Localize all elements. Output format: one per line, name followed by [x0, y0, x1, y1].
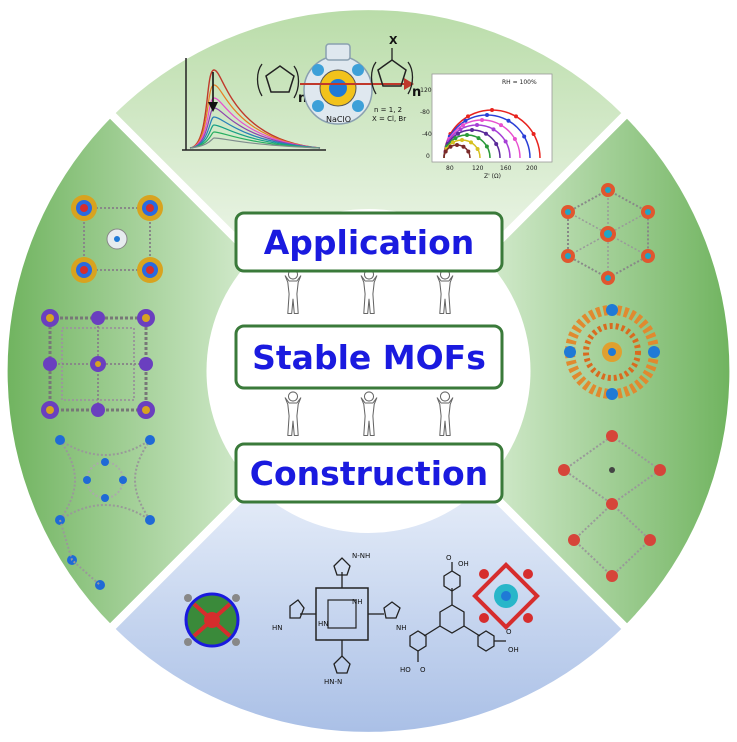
plot-y-tick-1: -80 — [420, 109, 430, 116]
plot-legend: RH = 100% — [502, 79, 537, 86]
construction-box — [234, 442, 504, 504]
zr-cluster — [472, 562, 540, 630]
conditions-label: n = 1, 2 — [374, 106, 402, 114]
acid-linker: O OH HO O O OH — [400, 554, 519, 674]
impedance-point — [503, 139, 508, 144]
impedance-point — [490, 108, 494, 112]
impedance-point — [463, 118, 468, 123]
impedance-point — [484, 131, 488, 136]
decay-curves — [182, 58, 326, 151]
impedance-point — [484, 144, 489, 149]
impedance-point — [458, 127, 463, 132]
right-panel — [558, 183, 666, 582]
impedance-point — [494, 142, 499, 146]
acid-o-1: O — [446, 554, 452, 562]
application-box — [234, 211, 504, 273]
right-lattice-3 — [558, 430, 666, 582]
plot-x-tick-0: 80 — [446, 165, 454, 172]
impedance-point — [461, 123, 465, 128]
impedance-arcs — [443, 108, 541, 159]
impedance-point — [465, 133, 469, 137]
acid-oh-2: OH — [508, 646, 519, 654]
impedance-point — [499, 123, 503, 128]
right-lattice-1 — [561, 183, 655, 285]
impedance-point — [455, 143, 459, 147]
center-area: Application Stable MOFs Construction — [234, 211, 504, 504]
impedance-point — [476, 136, 481, 141]
metal-cluster — [184, 592, 240, 648]
construction-label: Construction — [250, 454, 488, 493]
reactant-molecule: n — [256, 63, 307, 106]
impedance-point — [453, 136, 458, 141]
acid-oh-1: OH — [458, 560, 469, 568]
impedance-point — [514, 114, 518, 119]
impedance-point — [475, 123, 479, 127]
plot-x-tick-3: 200 — [526, 165, 538, 172]
plot-x-label: Z' (Ω) — [484, 173, 501, 180]
application-label: Application — [264, 223, 475, 262]
impedance-point — [506, 118, 511, 123]
impedance-point — [460, 138, 464, 142]
top-panel: n NaClO X n n = 1, 2 X = Cl — [182, 34, 553, 180]
impedance-point — [470, 128, 474, 132]
impedance-point — [491, 127, 496, 132]
product-x-label: X — [389, 34, 398, 47]
bottom-panel: HN NH N-NH HN NH HN-N O OH — [184, 552, 540, 686]
plot-x-tick-2: 160 — [500, 165, 512, 172]
impedance-plot: RH = 100% -120 -80 -40 0 80 120 160 200 … — [418, 73, 553, 180]
mof-cluster-icon — [71, 195, 97, 221]
impedance-point — [522, 134, 527, 139]
reaction-arrow — [300, 78, 414, 90]
stable-mofs-box — [234, 324, 504, 390]
left-panel — [41, 195, 163, 590]
acid-o-2: O — [420, 666, 426, 674]
plot-y-tick-3: 0 — [426, 153, 430, 160]
impedance-point — [443, 149, 448, 154]
left-lattice-3 — [55, 435, 155, 590]
impedance-point — [456, 131, 460, 136]
plot-y-tick-0: -120 — [418, 87, 432, 94]
halides-label: X = Cl, Br — [372, 115, 406, 123]
impedance-point — [466, 149, 471, 154]
porphyrin-nh-2: NH — [352, 598, 363, 606]
pyrazole-label-top: N-NH — [352, 552, 370, 560]
porphyrin-nh-1: HN — [318, 620, 329, 628]
impedance-point — [531, 132, 536, 136]
porphyrin-molecule: HN NH N-NH HN NH HN-N — [272, 552, 407, 686]
impedance-point — [448, 144, 453, 149]
impedance-point — [469, 140, 473, 145]
product-n-label: n — [412, 85, 421, 100]
left-lattice-1 — [71, 195, 163, 283]
product-molecule: X n n = 1, 2 X = Cl, Br — [370, 34, 421, 123]
acid-o-3: O — [506, 628, 512, 636]
reactant-n-label: n — [298, 91, 307, 106]
plot-x-tick-1: 120 — [472, 165, 484, 172]
stable-mofs-label: Stable MOFs — [252, 338, 486, 377]
pyrazole-label-left: HN — [272, 624, 283, 632]
catalyst-label: NaClO — [326, 115, 351, 124]
impedance-point — [485, 113, 489, 117]
impedance-point — [475, 147, 480, 151]
impedance-point — [461, 144, 466, 149]
impedance-point — [451, 140, 455, 145]
impedance-point — [480, 118, 484, 122]
pyrazole-label-right: NH — [396, 624, 407, 632]
impedance-point — [512, 137, 517, 141]
impedance-point — [466, 114, 470, 119]
right-lattice-2 — [564, 304, 660, 400]
acid-ho: HO — [400, 666, 411, 674]
left-lattice-2 — [41, 309, 155, 419]
pyrazole-label-bottom: HN-N — [324, 678, 342, 686]
plot-y-tick-2: -40 — [422, 131, 432, 138]
